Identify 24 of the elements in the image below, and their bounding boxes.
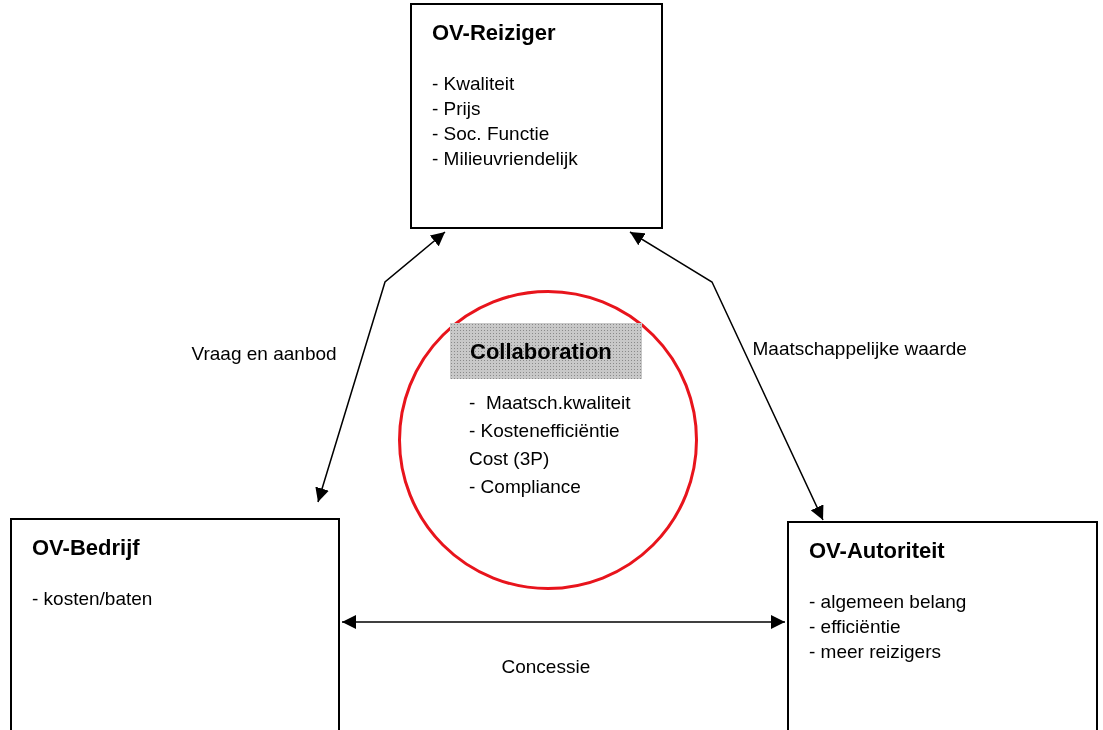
list-item: - Maatsch.kwaliteit [469,391,632,415]
list-item: - Prijs [432,97,481,121]
list-item: - Kwaliteit [432,72,515,96]
heading-label: Collaboration [450,323,642,379]
list-item: - Soc. Functie [432,122,550,146]
list-item: - efficiëntie [809,615,901,639]
double-arrow [315,231,446,503]
box-title: OV-Bedrijf [32,534,140,562]
actor-box [410,3,663,229]
edge-label: Concessie [501,655,591,679]
list-item: - meer reizigers [809,640,941,664]
list-item: - kosten/baten [32,587,153,611]
list-item: - Kostenefficiëntie Cost (3P) [469,419,621,471]
box-title: OV-Reiziger [432,19,556,47]
double-arrow [629,231,824,521]
actor-box [787,521,1098,730]
list-item: - Compliance [469,475,582,499]
box-title: OV-Autoriteit [809,537,945,565]
double-arrow [341,615,786,629]
edge-label: Maatschappelijke waarde [752,337,967,361]
actor-box [10,518,340,730]
edge-label: Vraag en aanbod [191,342,337,366]
list-item: - Milieuvriendelijk [432,147,578,171]
list-item: - algemeen belang [809,590,967,614]
